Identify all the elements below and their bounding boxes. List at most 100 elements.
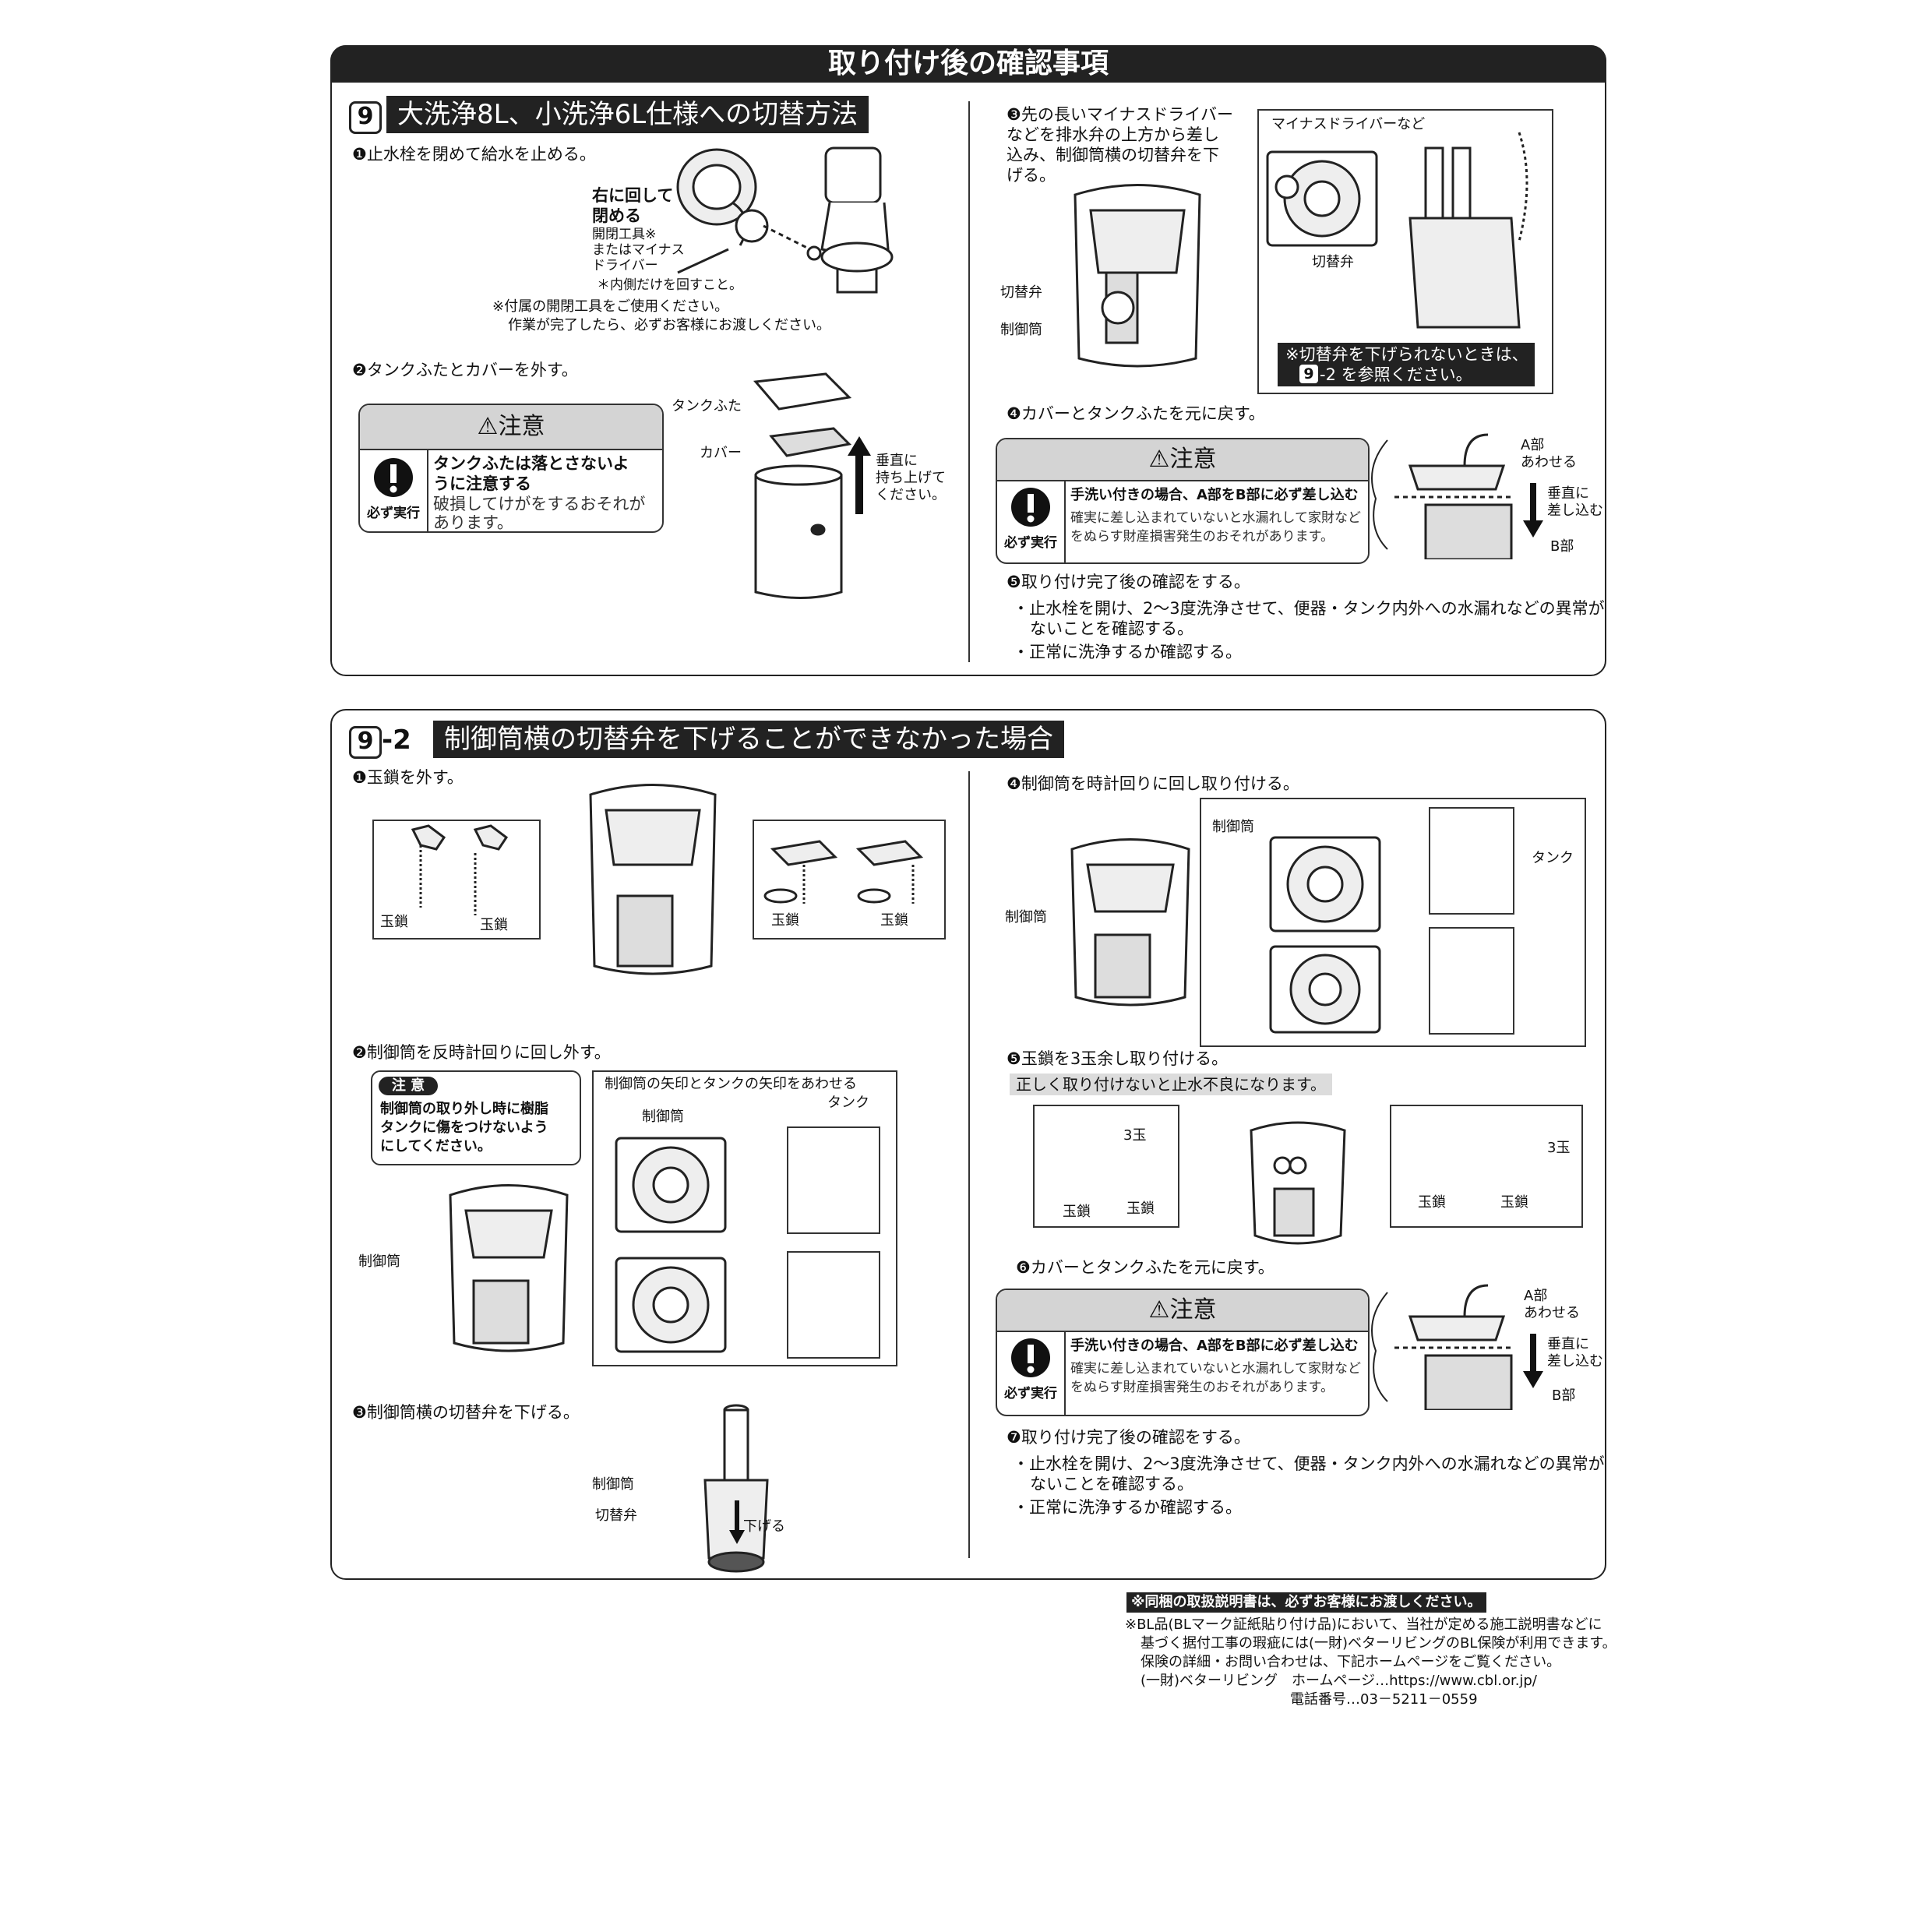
s9-step3-note-box: [1278, 343, 1535, 386]
s92-label-control-tube-3: 制御筒: [642, 1109, 684, 1125]
insert-down-arrow-icon: [1523, 483, 1543, 538]
s9-label-driver: マイナスドライバーなど: [1271, 116, 1426, 132]
s9-label-tool-3: ドライバー: [592, 258, 658, 273]
s92-label-chain-8: 玉鎖: [1500, 1194, 1528, 1211]
caution-body-2: あります。: [433, 513, 513, 532]
s92-label-chain-4: 玉鎖: [880, 912, 908, 929]
s92-zoom-box-2: [787, 1251, 880, 1359]
s92-note-body-3: にしてください。: [380, 1138, 492, 1155]
s9-tank-open-illustration: [1074, 184, 1201, 368]
exclamation-icon: [374, 458, 413, 497]
caution2-body-2: をぬらす財産損害発生のおそれがあります。: [1070, 529, 1334, 545]
s9-step1-note-1: ※付属の開閉工具をご使用ください。: [492, 298, 729, 315]
label-cover: カバー: [700, 445, 742, 461]
s92-step7-item-2: ないことを確認する。: [1030, 1475, 1193, 1493]
s92-step7-item-1: ・止水栓を開け、2～3度洗浄させて、便器・タンク内外への水漏れなどの異常が: [1013, 1454, 1605, 1473]
s9-label-tool-2: またはマイナス: [592, 242, 685, 258]
footer-line-1: ※BL品(BLマーク証紙貼り付け品)において、当社が定める施工説明書などに: [1125, 1616, 1602, 1633]
s92-insert-down-arrow-icon: [1523, 1334, 1543, 1388]
s92-tank-illustration-4: [1250, 1121, 1346, 1245]
s92-tank-illustration-3: [1070, 838, 1190, 1007]
lift-up-arrow-icon: [848, 436, 871, 514]
s92-control-tube-top-view-1: [615, 1137, 727, 1233]
label-lift-3: ください。: [876, 487, 946, 503]
s92-step6: ❻カバーとタンクふたを元に戻す。: [1016, 1258, 1274, 1277]
caution-body-1: 破損してけがをするおそれが: [433, 495, 646, 513]
s92-caution-box: ⚠注意 必ず実行 手洗い付きの場合、A部をB部に必ず差し込む 確実に差し込まれて…: [996, 1289, 1370, 1416]
label-tank-lid: タンクふた: [672, 398, 742, 414]
s92-align-text: 制御筒の矢印とタンクの矢印をあわせる: [605, 1076, 857, 1092]
s9-caution-box: ⚠注意 必ず実行 タンクふたは落とさないよ うに注意する 破損してけがをするおそ…: [358, 404, 664, 533]
s9-caution2-box: ⚠注意 必ず実行 手洗い付きの場合、A部をB部に必ず差し込む 確実に差し込まれて…: [996, 438, 1370, 564]
caution-bold-2: うに注意する: [433, 474, 531, 493]
s92-label-control-tube-2: 制御筒: [358, 1253, 400, 1270]
s92-label-insert-1: 垂直に: [1547, 1336, 1589, 1352]
s9-inner-note: ＊内側だけを回すこと。: [597, 277, 742, 293]
s92-label-tank-2: タンク: [1532, 850, 1574, 866]
footer-line-3: 保険の詳細・お問い合わせは、下記ホームページをご覧ください。: [1141, 1654, 1561, 1670]
s9-label-insert-1: 垂直に: [1547, 485, 1589, 502]
s92-label-a-2: あわせる: [1524, 1305, 1580, 1321]
s9-step2: ❷タンクふたとカバーを外す。: [352, 361, 578, 379]
caution3-body-1: 確実に差し込まれていないと水漏れして家財など: [1070, 1361, 1361, 1377]
s9-label-insert-2: 差し込む: [1547, 502, 1603, 519]
s9-step3-note-1: ※切替弁を下げられないときは、: [1285, 345, 1528, 364]
s9-step1-note-2: 作業が完了したら、必ずお客様にお渡しください。: [508, 317, 830, 333]
s9-step3-1: ❸先の長いマイナスドライバー: [1007, 105, 1233, 124]
exclamation-icon: [1011, 488, 1050, 527]
footer-notice: ※同梱の取扱説明書は、必ずお客様にお渡しください。: [1126, 1592, 1486, 1613]
footer-line-2: 基づく据付工事の瑕疵には(一財)ベターリビングのBL保険が利用できます。: [1141, 1635, 1616, 1652]
s9-step5-item-1: ・止水栓を開け、2～3度洗浄させて、便器・タンク内外への水漏れなどの異常が: [1013, 599, 1605, 618]
s9-label-tool-1: 開閉工具※: [592, 227, 657, 242]
caution-header: ⚠注意: [360, 405, 662, 450]
caution-icon-column: 必ず実行: [997, 1332, 1066, 1415]
section-9-2-badge-suffix: -2: [382, 724, 411, 756]
caution3-bold: 手洗い付きの場合、A部をB部に必ず差し込む: [1070, 1338, 1359, 1354]
s9-step3-note-badge: 9: [1299, 365, 1318, 383]
s92-label-insert-2: 差し込む: [1547, 1353, 1603, 1370]
s92-zoom-box-4: [1429, 927, 1514, 1035]
s92-step7-item-3: ・正常に洗浄するか確認する。: [1013, 1498, 1242, 1517]
caution3-body-2: をぬらす財産損害発生のおそれがあります。: [1070, 1380, 1334, 1395]
s92-note-head: 注 意: [379, 1077, 438, 1095]
section-9-2-divider: [968, 771, 970, 1558]
s9-label-switch-valve-2: 切替弁: [1312, 254, 1354, 270]
s92-zoom-box-3: [1429, 807, 1514, 915]
s9-label-turn-1: 右に回して: [592, 186, 674, 205]
s9-label-a-2: あわせる: [1521, 454, 1577, 471]
s92-note-body-2: タンクに傷をつけないよう: [380, 1119, 548, 1136]
caution-header: ⚠注意: [997, 439, 1368, 481]
s92-step5-warning: 正しく取り付けないと止水不良になります。: [1010, 1074, 1332, 1095]
s9-label-control-tube: 制御筒: [1000, 322, 1042, 338]
s92-label-lower: 下げる: [743, 1518, 785, 1535]
s9-step5-item-2: ないことを確認する。: [1030, 619, 1193, 638]
s9-step3-2: などを排水弁の上方から差し: [1007, 125, 1219, 144]
s92-label-chain-5: 玉鎖: [1063, 1204, 1091, 1220]
s9-step3-3: 込み、制御筒横の切替弁を下: [1007, 146, 1219, 164]
section-9-title: 大洗浄8L、小洗浄6L仕様への切替方法: [386, 96, 869, 133]
s9-step3-4: げる。: [1007, 166, 1056, 185]
must-do-label: 必ず実行: [367, 506, 420, 521]
must-do-label: 必ず実行: [1004, 1386, 1057, 1401]
s92-switch-valve-illustration: [703, 1404, 769, 1573]
s92-step2: ❷制御筒を反時計回りに回し外す。: [352, 1043, 611, 1062]
section-9-badge: 9: [349, 101, 382, 134]
s92-step3: ❸制御筒横の切替弁を下げる。: [352, 1403, 580, 1422]
page-title: 取り付け後の確認事項: [330, 45, 1606, 83]
s92-label-chain-3: 玉鎖: [771, 912, 799, 929]
caution2-bold: 手洗い付きの場合、A部をB部に必ず差し込む: [1070, 487, 1359, 503]
s9-label-turn-2: 閉める: [592, 206, 641, 225]
s92-chain-illustration-right: [763, 840, 924, 904]
s9-label-a-1: A部: [1521, 437, 1545, 453]
label-lift-1: 垂直に: [876, 453, 918, 469]
s9-valve-toilet-illustration: [676, 146, 894, 294]
s9-label-switch-valve: 切替弁: [1000, 284, 1042, 301]
s92-label-a-1: A部: [1524, 1288, 1548, 1304]
s9-step5-item-3: ・正常に洗浄するか確認する。: [1013, 643, 1242, 661]
s92-control-tube-top-view-2: [615, 1257, 727, 1353]
s9-handwash-fit-illustration: [1394, 433, 1513, 559]
s9-step3-note-2: -2 を参照ください。: [1320, 365, 1472, 384]
s9-step1: ❶止水栓を閉めて給水を止める。: [352, 145, 596, 164]
s9-control-tube-top-view: [1266, 150, 1378, 247]
section-9-divider: [968, 101, 970, 662]
